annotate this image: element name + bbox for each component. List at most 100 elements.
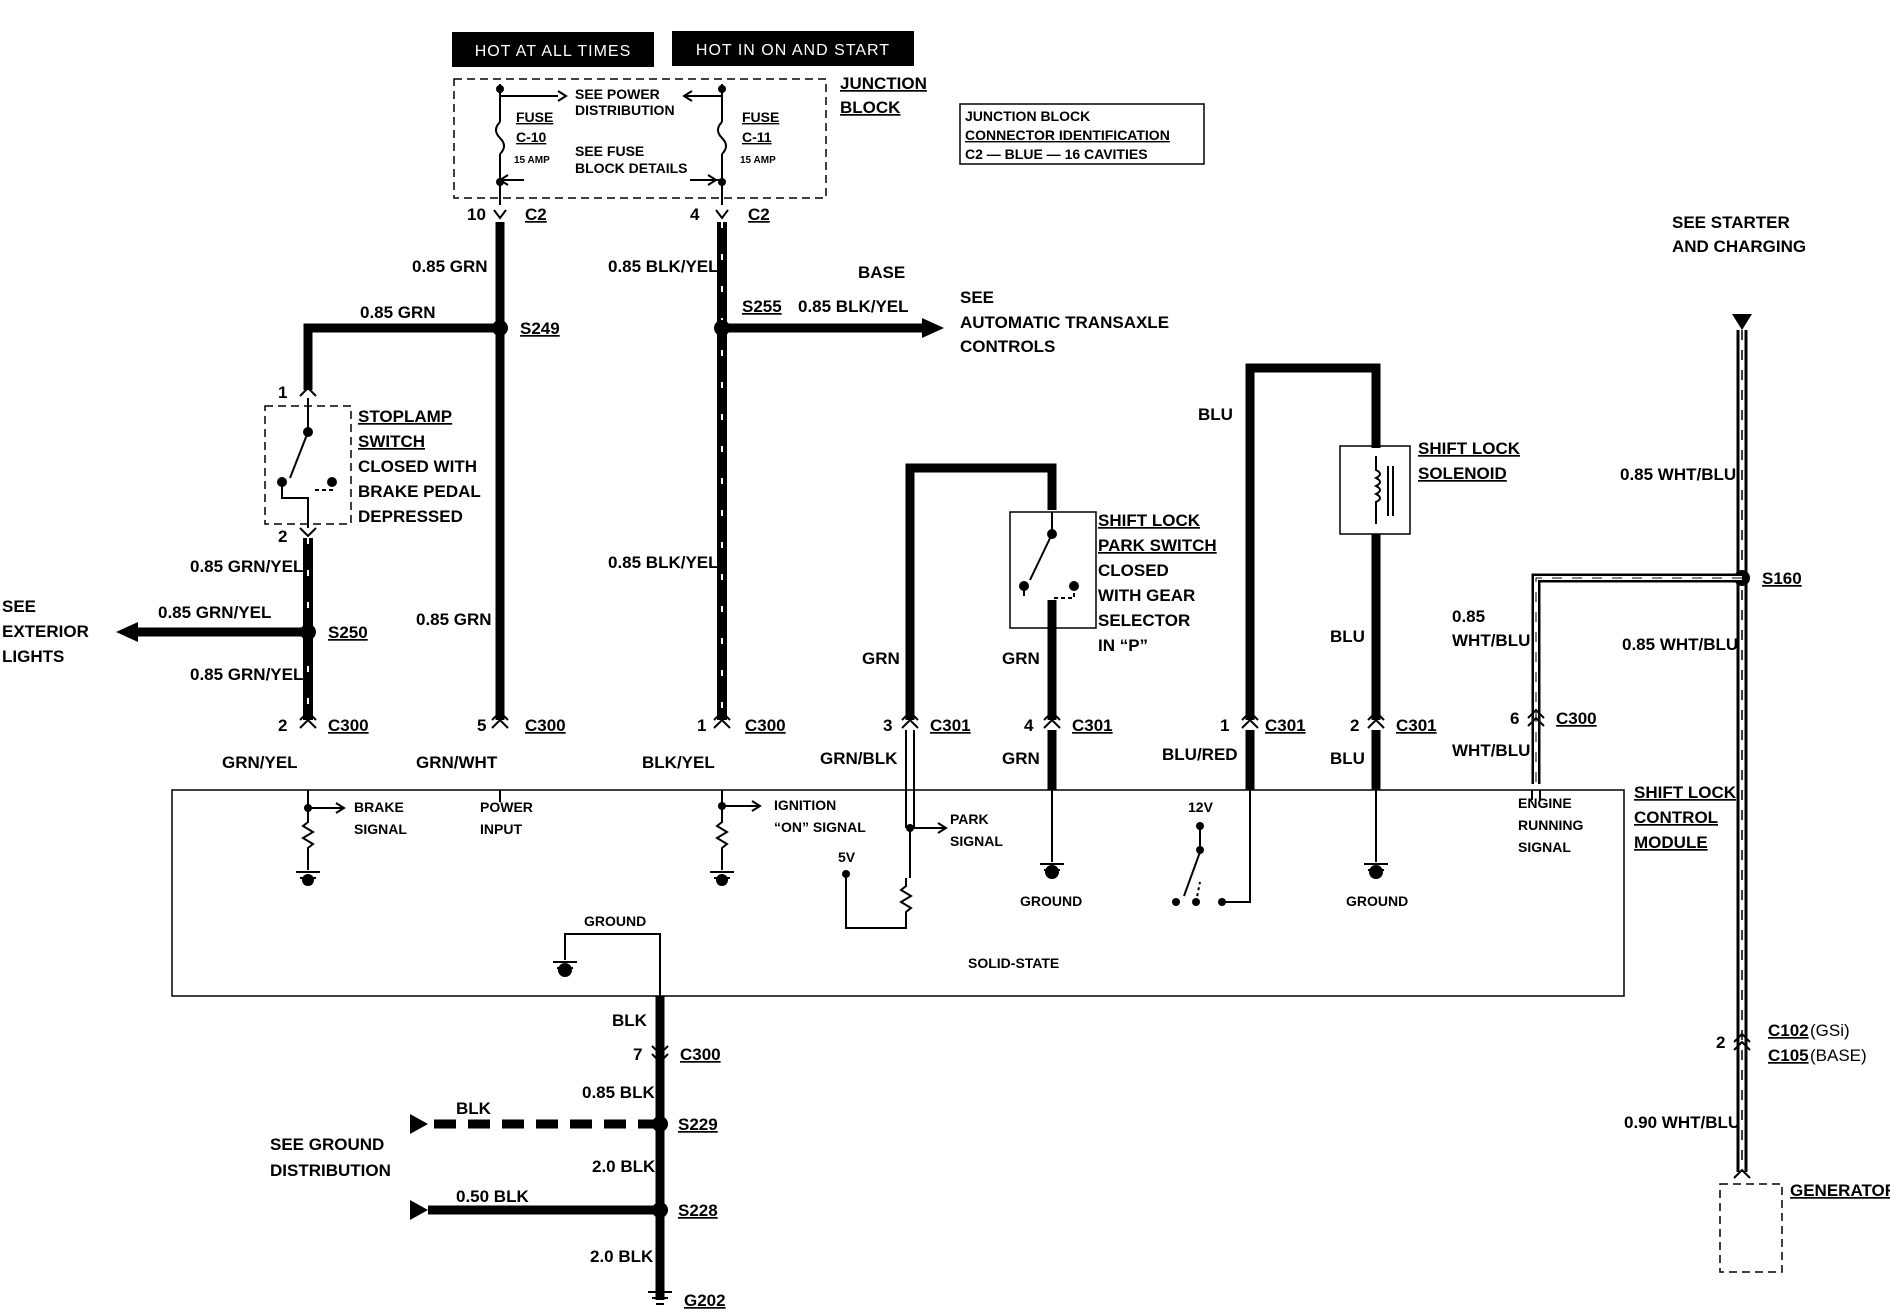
wire-label-blu-3: BLU (1330, 749, 1365, 768)
engine-running-3: SIGNAL (1518, 839, 1571, 855)
ignition-signal-1: IGNITION (774, 797, 836, 813)
c300-label-2: C300 (525, 716, 566, 735)
c2-right: C2 (748, 205, 770, 224)
stoplamp-label-4: BRAKE PEDAL (358, 482, 481, 501)
engine-running-2: RUNNING (1518, 817, 1583, 833)
fuse-c10-id: C-10 (516, 129, 547, 145)
connector-id-line2: CONNECTOR IDENTIFICATION (965, 127, 1170, 143)
wire-label-blu-1: BLU (1198, 405, 1233, 424)
see-fuse-block-2: BLOCK DETAILS (575, 160, 688, 176)
s249-label: S249 (520, 319, 560, 338)
power-input-2: INPUT (480, 821, 522, 837)
see-atc-3: CONTROLS (960, 337, 1055, 356)
park-switch-label-1: SHIFT LOCK (1098, 511, 1201, 530)
see-power-distribution-1: SEE POWER (575, 86, 660, 102)
g202-label: G202 (684, 1291, 726, 1310)
pin-2-c102: 2 (1716, 1033, 1725, 1052)
wire-label-whtblu-3a: 0.85 (1452, 607, 1485, 626)
pin-1-c300: 1 (697, 716, 706, 735)
see-starter-1: SEE STARTER (1672, 213, 1790, 232)
wire-label-grnyel-2: 0.85 GRN/YEL (158, 603, 271, 622)
see-atc-2: AUTOMATIC TRANSAXLE (960, 313, 1169, 332)
ground-label-3: GROUND (584, 913, 646, 929)
wire-label-blu-2: BLU (1330, 627, 1365, 646)
wire-label-grnyel-1: 0.85 GRN/YEL (190, 557, 303, 576)
wire-label-050-blk: 0.50 BLK (456, 1187, 529, 1206)
shift-lock-control-module (171, 789, 1625, 997)
see-power-distribution-2: DISTRIBUTION (575, 102, 675, 118)
c300-label-5: C300 (680, 1045, 721, 1064)
header-hot-at-all-times-text: HOT AT ALL TIMES (475, 43, 632, 60)
fuse-c10-symbol (495, 121, 505, 155)
c102-note: (GSi) (1810, 1021, 1850, 1040)
wire-label-085-grn-top: 0.85 GRN (412, 257, 488, 276)
see-ground-2: DISTRIBUTION (270, 1161, 391, 1180)
wire-blu-solenoid (1245, 363, 1381, 720)
solid-state-label: SOLID-STATE (968, 955, 1059, 971)
park-switch-label-6: IN “P” (1098, 636, 1148, 655)
see-fuse-block-1: SEE FUSE (575, 143, 644, 159)
junction-block (453, 78, 827, 199)
pin-4-c301: 4 (1024, 716, 1034, 735)
c102-label: C102 (1768, 1021, 1809, 1040)
wire-label-085-blkyel-base: 0.85 BLK/YEL (798, 297, 909, 316)
pin-5-c300: 5 (477, 716, 486, 735)
wire-label-blk-1: BLK (612, 1011, 648, 1030)
c105-note: (BASE) (1810, 1046, 1867, 1065)
solenoid-label-2: SOLENOID (1418, 464, 1507, 483)
wire-label-whtblu-5: 0.90 WHT/BLU (1624, 1113, 1740, 1132)
wire-label-085-blk: 0.85 BLK (582, 1083, 655, 1102)
wire-label-085-grn-mid: 0.85 GRN (416, 610, 492, 629)
park-switch-label-3: CLOSED (1098, 561, 1169, 580)
s250-label: S250 (328, 623, 368, 642)
wire-label-20-blk-1: 2.0 BLK (592, 1157, 656, 1176)
junction-block-label-2: BLOCK (840, 98, 901, 117)
module-label-1: SHIFT LOCK (1634, 783, 1737, 802)
connector-id-box (959, 103, 1205, 165)
stoplamp-label-2: SWITCH (358, 432, 425, 451)
wire-label-grnblk: GRN/BLK (820, 749, 898, 768)
fuse-c11-label: FUSE (742, 109, 779, 125)
see-ext-1: SEE (2, 597, 36, 616)
wire-label-085-blkyel-mid: 0.85 BLK/YEL (608, 553, 719, 572)
see-ground-1: SEE GROUND (270, 1135, 384, 1154)
header-hot-in-on-start (672, 31, 914, 66)
brake-signal-1: BRAKE (354, 799, 404, 815)
power-input-1: POWER (480, 799, 533, 815)
c105-label: C105 (1768, 1046, 1809, 1065)
wire-label-grn-3: GRN (1002, 749, 1040, 768)
v5-label: 5V (838, 849, 856, 865)
c2-left: C2 (525, 205, 547, 224)
c300-label-1: C300 (328, 716, 369, 735)
solenoid-coil (1373, 456, 1381, 524)
junction-block-label-1: JUNCTION (840, 74, 927, 93)
s228-label: S228 (678, 1201, 718, 1220)
pin-7-c300: 7 (633, 1045, 642, 1064)
park-switch-label-2: PARK SWITCH (1098, 536, 1217, 555)
fuse-c11-symbol (717, 121, 727, 155)
ground-label-2: GROUND (1346, 893, 1408, 909)
stoplamp-label-1: STOPLAMP (358, 407, 452, 426)
wire-label-085-grn-branch: 0.85 GRN (360, 303, 436, 322)
c301-label-3: C301 (1265, 716, 1306, 735)
connector-id-line1: JUNCTION BLOCK (965, 108, 1090, 124)
park-switch-label-5: SELECTOR (1098, 611, 1190, 630)
wire-label-blured: BLU/RED (1162, 745, 1238, 764)
wire-label-whtblu-1: 0.85 WHT/BLU (1620, 465, 1736, 484)
s255-label: S255 (742, 297, 782, 316)
fuse-c10-rating: 15 AMP (514, 155, 550, 166)
park-switch-label-4: WITH GEAR (1098, 586, 1195, 605)
wire-label-085-blkyel-top: 0.85 BLK/YEL (608, 257, 719, 276)
solenoid-label-1: SHIFT LOCK (1418, 439, 1521, 458)
pin-3-c301: 3 (883, 716, 892, 735)
generator-label: GENERATOR (1790, 1181, 1890, 1200)
c301-label-2: C301 (1072, 716, 1113, 735)
pin-2-c300: 2 (278, 716, 287, 735)
wire-grn-stoplamp (303, 323, 500, 390)
wire-label-grnwht: GRN/WHT (416, 753, 498, 772)
park-signal-1: PARK (950, 811, 989, 827)
module-label-3: MODULE (1634, 833, 1708, 852)
pin-1-c301: 1 (1220, 716, 1229, 735)
pin-1-stoplamp: 1 (278, 383, 287, 402)
